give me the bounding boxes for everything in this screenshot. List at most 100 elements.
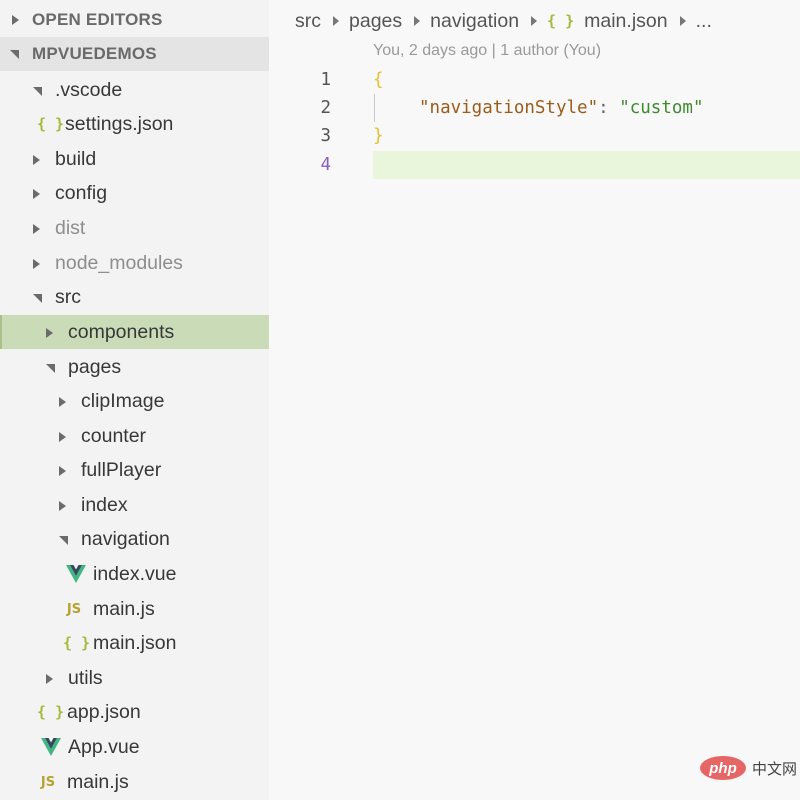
tree-item-label: components bbox=[68, 320, 175, 343]
tree-file-root-main-js[interactable]: JS main.js bbox=[0, 765, 269, 799]
tree-file-main-json[interactable]: { } main.json bbox=[0, 626, 269, 660]
chevron-down-icon bbox=[59, 528, 73, 551]
project-label: MPVUEDEMOS bbox=[32, 44, 157, 63]
tree-folder-fullplayer[interactable]: fullPlayer bbox=[0, 453, 269, 487]
open-brace: { bbox=[373, 70, 384, 90]
tree-item-label: node_modules bbox=[55, 251, 183, 274]
code-line-1[interactable]: 1 { bbox=[270, 66, 800, 94]
indent-guide bbox=[374, 94, 375, 122]
breadcrumb-item-main-json[interactable]: main.json bbox=[584, 9, 668, 32]
explorer-sidebar: OPEN EDITORS MPVUEDEMOS .vscode { } sett… bbox=[0, 0, 269, 800]
current-line-highlight bbox=[373, 151, 800, 179]
json-value: "custom" bbox=[619, 98, 704, 118]
tree-item-label: index.vue bbox=[93, 562, 177, 585]
close-brace: } bbox=[373, 126, 384, 146]
chevron-right-icon bbox=[414, 16, 421, 26]
json-colon: : bbox=[598, 98, 620, 118]
tree-folder-dist[interactable]: dist bbox=[0, 211, 269, 245]
tree-file-app-json[interactable]: { } app.json bbox=[0, 695, 269, 729]
tree-item-label: dist bbox=[55, 216, 86, 239]
breadcrumb-item-navigation[interactable]: navigation bbox=[430, 9, 520, 32]
tree-item-label: pages bbox=[68, 355, 122, 378]
git-blame-annotation[interactable]: You, 2 days ago | 1 author (You) bbox=[373, 42, 602, 59]
tree-folder-components[interactable]: components bbox=[0, 315, 269, 349]
tree-folder-navigation[interactable]: navigation bbox=[0, 522, 269, 556]
tree-file-app-vue[interactable]: App.vue bbox=[0, 730, 269, 764]
tree-folder-build[interactable]: build bbox=[0, 142, 269, 176]
tree-item-label: App.vue bbox=[68, 735, 140, 758]
watermark: php 中文网 bbox=[700, 755, 797, 781]
chevron-right-icon bbox=[30, 252, 44, 275]
open-editors-header[interactable]: OPEN EDITORS bbox=[0, 3, 269, 37]
tree-folder-utils[interactable]: utils bbox=[0, 661, 269, 695]
chevron-right-icon bbox=[531, 16, 538, 26]
tree-item-label: settings.json bbox=[65, 112, 174, 135]
tree-item-label: counter bbox=[81, 424, 147, 447]
php-logo: php bbox=[700, 756, 746, 780]
chevron-right-icon bbox=[56, 459, 70, 482]
tree-folder-pages[interactable]: pages bbox=[0, 350, 269, 384]
json-file-icon: { } bbox=[37, 115, 65, 133]
chevron-down-icon bbox=[46, 356, 60, 379]
tree-item-label: main.js bbox=[67, 770, 129, 793]
chevron-right-icon bbox=[56, 425, 70, 448]
project-header[interactable]: MPVUEDEMOS bbox=[0, 37, 269, 71]
tree-item-label: navigation bbox=[81, 527, 170, 550]
line-number: 4 bbox=[320, 155, 331, 175]
tree-folder-vscode[interactable]: .vscode bbox=[0, 73, 269, 107]
tree-item-label: build bbox=[55, 147, 97, 170]
json-key: "navigationStyle" bbox=[419, 98, 599, 118]
chevron-right-icon bbox=[43, 321, 57, 344]
chevron-right-icon bbox=[30, 182, 44, 205]
code-line-4[interactable]: 4 bbox=[270, 151, 800, 179]
tree-item-label: app.json bbox=[67, 700, 141, 723]
json-file-icon: { } bbox=[63, 634, 91, 652]
chevron-right-icon bbox=[30, 217, 44, 240]
js-file-icon: JS bbox=[40, 774, 56, 790]
tree-file-settings-json[interactable]: { } settings.json bbox=[0, 107, 269, 141]
tree-item-label: index bbox=[81, 493, 128, 516]
line-number: 2 bbox=[320, 98, 331, 118]
tree-folder-config[interactable]: config bbox=[0, 176, 269, 210]
js-file-icon: JS bbox=[66, 601, 82, 617]
chevron-down-icon bbox=[10, 44, 22, 64]
tree-item-label: .vscode bbox=[55, 78, 123, 101]
breadcrumb: src pages navigation { } main.json ... bbox=[295, 8, 712, 34]
tree-item-label: fullPlayer bbox=[81, 458, 162, 481]
code-editor[interactable]: src pages navigation { } main.json ... Y… bbox=[270, 0, 800, 800]
watermark-text: 中文网 bbox=[752, 759, 798, 778]
breadcrumb-item-src[interactable]: src bbox=[295, 9, 321, 32]
tree-item-label: main.json bbox=[93, 631, 177, 654]
chevron-right-icon bbox=[43, 667, 57, 690]
tree-folder-index[interactable]: index bbox=[0, 488, 269, 522]
chevron-right-icon bbox=[679, 16, 686, 26]
chevron-right-icon bbox=[56, 390, 70, 413]
tree-folder-node-modules[interactable]: node_modules bbox=[0, 246, 269, 280]
json-file-icon: { } bbox=[37, 703, 65, 721]
chevron-right-icon bbox=[56, 494, 70, 517]
chevron-down-icon bbox=[33, 79, 47, 102]
code-line-3[interactable]: 3 } bbox=[270, 122, 800, 150]
breadcrumb-item-pages[interactable]: pages bbox=[349, 9, 403, 32]
chevron-right-icon bbox=[12, 10, 24, 30]
vue-file-icon bbox=[65, 565, 87, 583]
tree-item-label: clipImage bbox=[81, 389, 165, 412]
tree-item-label: config bbox=[55, 181, 108, 204]
tree-item-label: src bbox=[55, 285, 81, 308]
tree-file-main-js[interactable]: JS main.js bbox=[0, 592, 269, 626]
tree-folder-counter[interactable]: counter bbox=[0, 419, 269, 453]
tree-folder-src[interactable]: src bbox=[0, 280, 269, 314]
tree-file-index-vue[interactable]: index.vue bbox=[0, 557, 269, 591]
line-number: 3 bbox=[320, 126, 331, 146]
vue-file-icon bbox=[40, 738, 62, 756]
open-editors-label: OPEN EDITORS bbox=[32, 10, 163, 29]
json-file-icon: { } bbox=[547, 12, 575, 30]
tree-item-label: main.js bbox=[93, 597, 155, 620]
code-line-2[interactable]: 2 "navigationStyle": "custom" bbox=[270, 94, 800, 122]
chevron-down-icon bbox=[33, 286, 47, 309]
tree-folder-clipimage[interactable]: clipImage bbox=[0, 384, 269, 418]
chevron-right-icon bbox=[30, 148, 44, 171]
line-number: 1 bbox=[320, 70, 331, 90]
breadcrumb-ellipsis[interactable]: ... bbox=[695, 9, 712, 32]
chevron-right-icon bbox=[333, 16, 339, 26]
